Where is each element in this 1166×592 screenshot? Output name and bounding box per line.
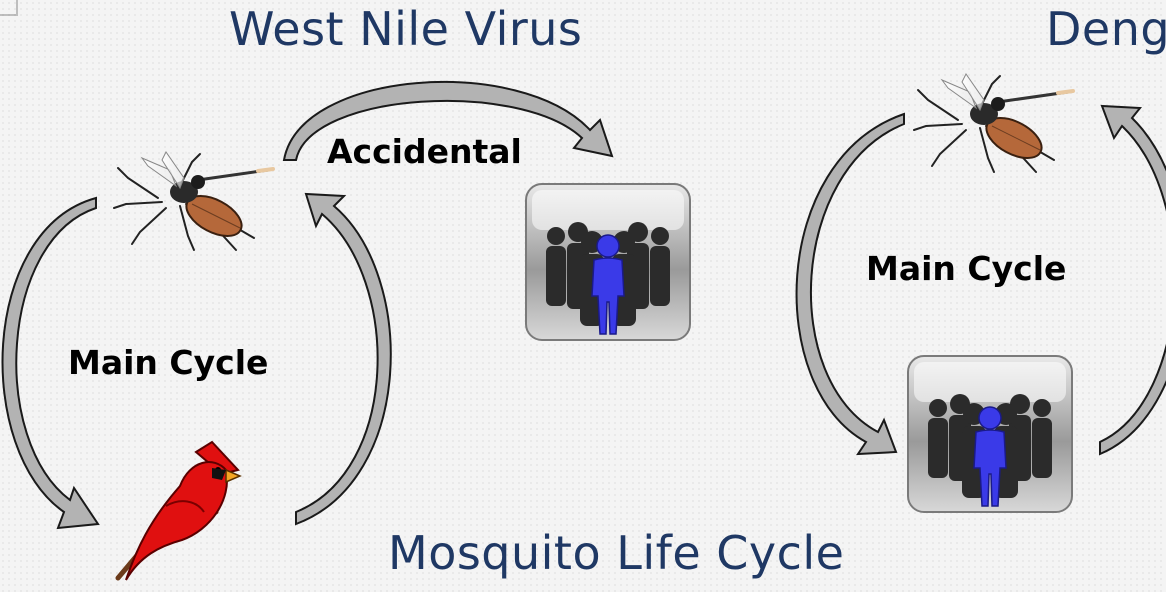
cardinal-bird-icon (118, 442, 240, 580)
mosquito-icon-right (914, 74, 1073, 172)
accidental-arrow (284, 82, 612, 160)
arrow-down-left (2, 198, 98, 528)
arrow-down-right-cycle (797, 114, 904, 454)
mosquito-icon-left (114, 152, 273, 250)
human-crowd-icon-right (908, 356, 1072, 512)
arrow-up-right (296, 194, 391, 524)
arrow-up-right-cycle (1100, 106, 1166, 454)
human-crowd-icon-left (526, 184, 690, 340)
